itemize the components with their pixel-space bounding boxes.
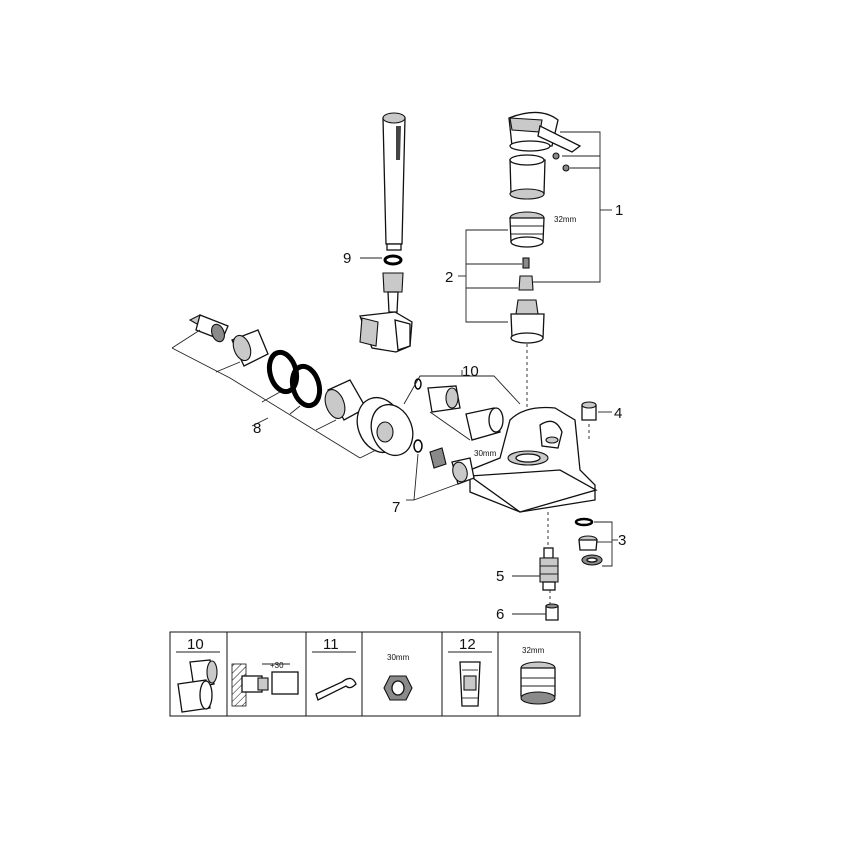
aerator-set xyxy=(574,517,603,566)
extension-set xyxy=(414,378,504,441)
callout-3: 3 xyxy=(618,532,626,549)
handle-screws xyxy=(552,152,570,172)
callout-4: 4 xyxy=(614,405,622,422)
diverter-cartridge xyxy=(539,547,559,591)
callout-8: 8 xyxy=(253,420,261,437)
leader-lines xyxy=(171,131,618,615)
s-union xyxy=(188,314,229,343)
socket-icon: 32mm xyxy=(520,646,556,705)
cover-sleeve xyxy=(509,154,546,200)
hose-washer xyxy=(383,254,403,266)
callout-9: 9 xyxy=(343,250,351,267)
callout-1: 1 xyxy=(615,202,623,219)
callout-5: 5 xyxy=(496,568,504,585)
extension-sleeves-icon xyxy=(177,659,218,713)
union-sleeve xyxy=(231,329,269,367)
cartridge-nut: 32mm xyxy=(509,211,577,248)
socket-size-label: 32mm xyxy=(522,646,545,655)
hose-nut xyxy=(382,272,404,313)
dimension-label-32mm: 32mm xyxy=(554,215,577,224)
wrench-icon xyxy=(315,677,357,701)
lever-handle xyxy=(508,111,582,153)
connection-nut: 30mm xyxy=(413,439,497,485)
callout-10: 10 xyxy=(462,363,479,380)
accessory-table: 10 11 12 +30 30mm xyxy=(169,631,581,717)
table-heading-11: 11 xyxy=(323,636,339,653)
dimension-label-30mm: 30mm xyxy=(474,449,497,458)
diverter-cap xyxy=(545,603,559,621)
escutcheon xyxy=(356,396,414,457)
hole-cap xyxy=(581,401,597,440)
o-rings xyxy=(266,349,323,409)
hand-shower xyxy=(382,112,406,251)
callout-6: 6 xyxy=(496,606,504,623)
wrench-size-label: 30mm xyxy=(387,653,410,662)
mixer-body xyxy=(468,406,598,513)
cartridge-small-parts xyxy=(518,257,534,291)
cartridge-tool-icon xyxy=(459,661,481,707)
table-heading-12: 12 xyxy=(459,636,476,653)
table-heading-10: 10 xyxy=(187,636,204,653)
hex-nut-icon: 30mm xyxy=(383,653,413,701)
callout-2: 2 xyxy=(445,269,453,286)
cartridge xyxy=(510,299,545,344)
shower-holder xyxy=(359,311,413,353)
union-nut xyxy=(324,379,367,421)
callout-7: 7 xyxy=(392,499,400,516)
wall-installation-icon: +30 xyxy=(231,661,299,707)
extension-length-label: +30 xyxy=(270,661,284,670)
